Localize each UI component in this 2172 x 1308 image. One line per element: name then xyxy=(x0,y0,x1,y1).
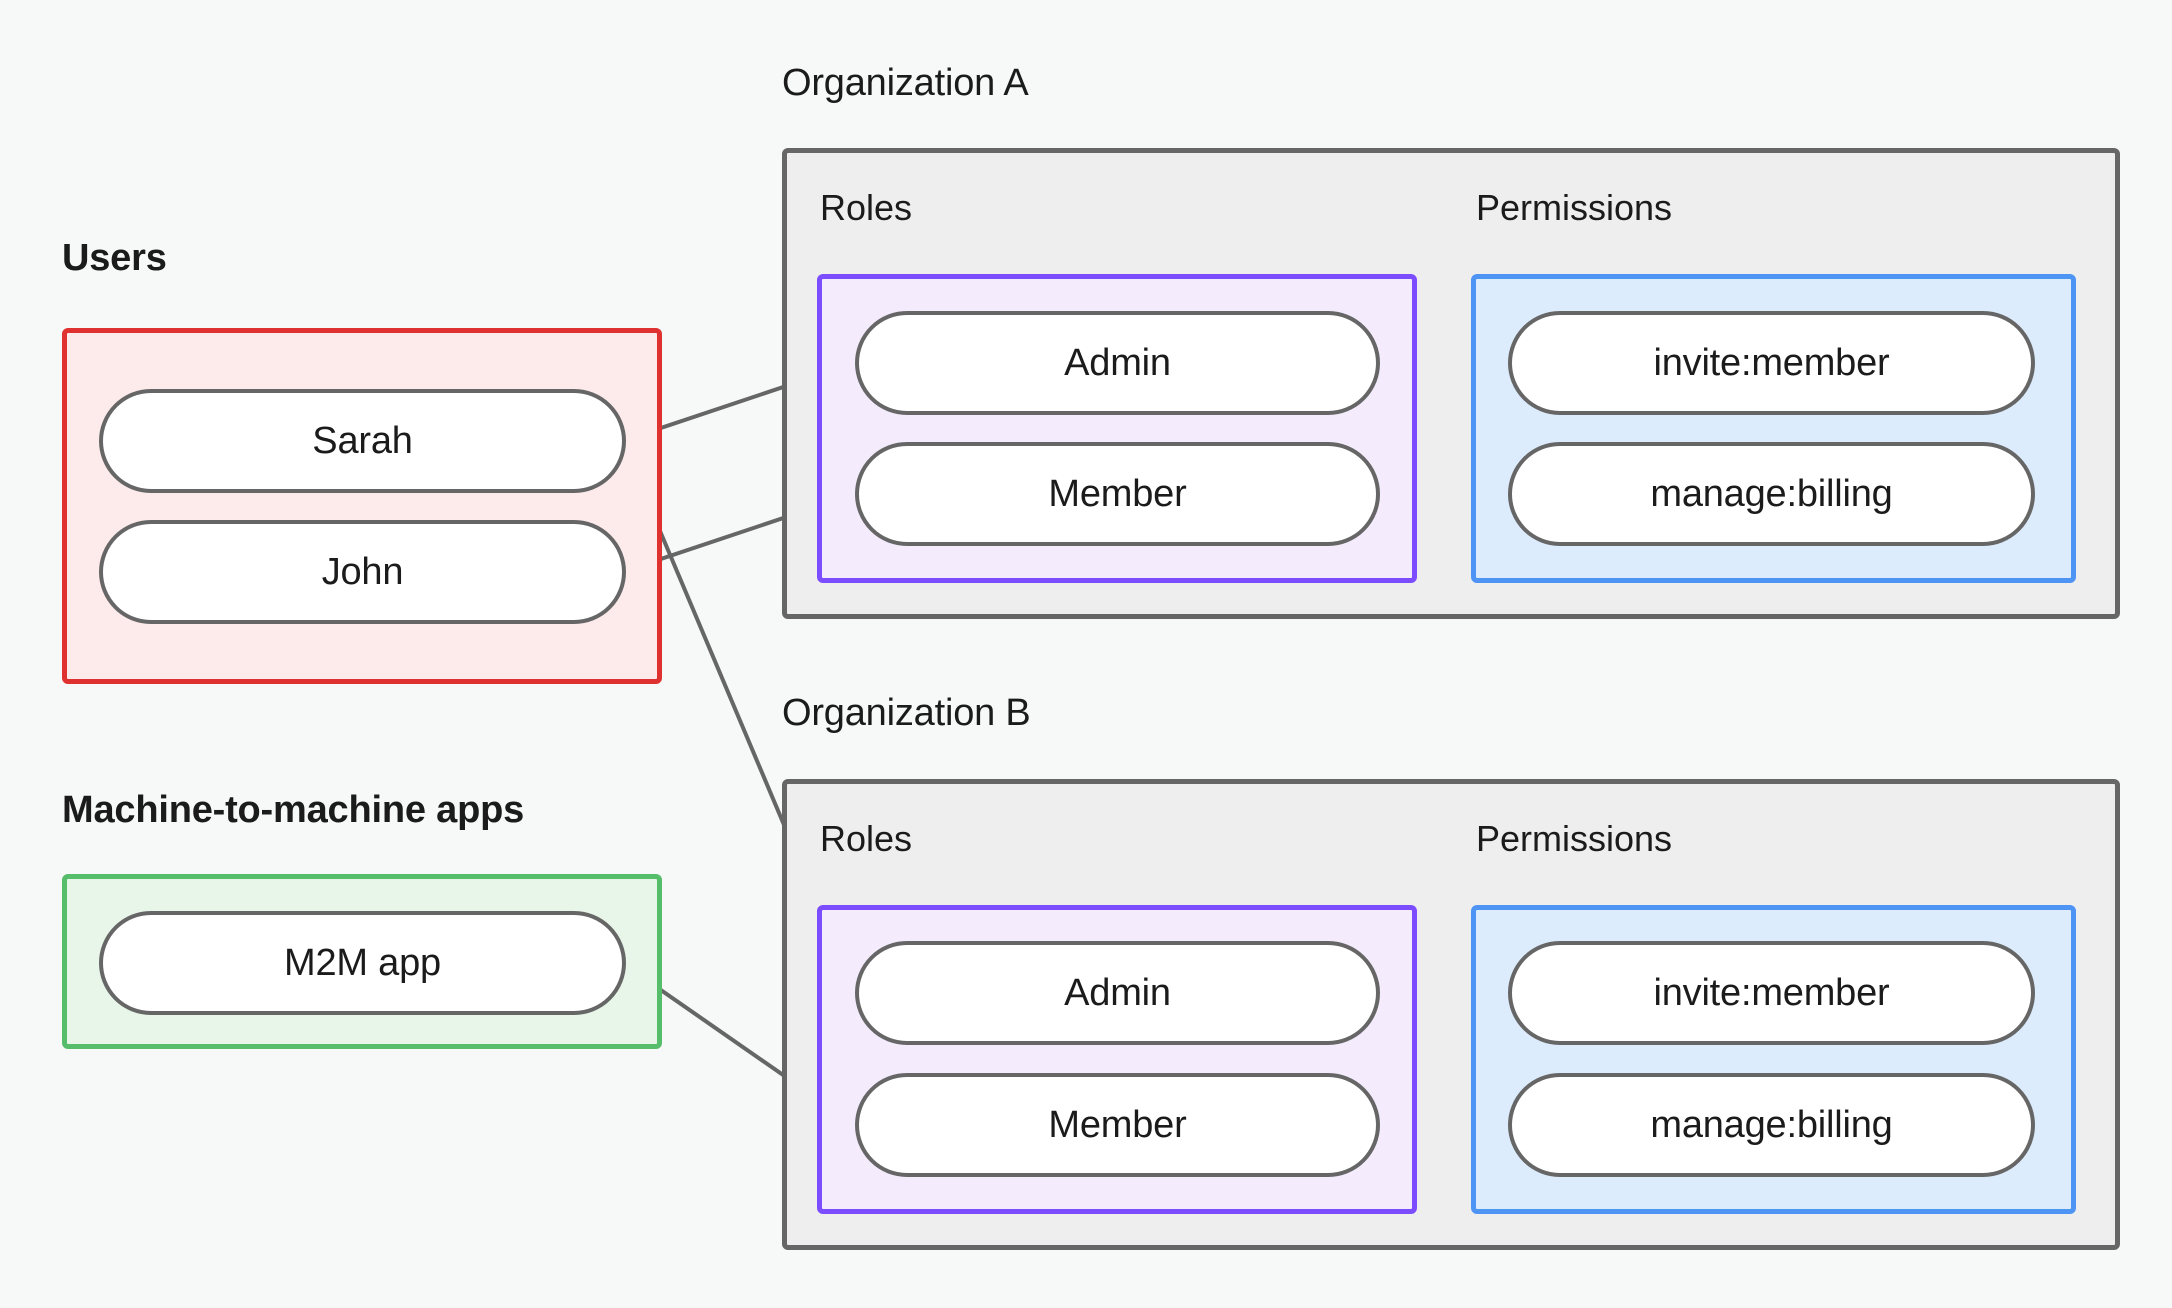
organization-a-role-pill-admin[interactable]: Admin xyxy=(855,311,1380,415)
organization-b-title: Organization B xyxy=(782,692,1031,734)
organization-a-roles-title: Roles xyxy=(820,187,913,228)
user-pill-sarah[interactable]: Sarah xyxy=(99,389,626,493)
organization-a-permissions-title: Permissions xyxy=(1476,187,1673,228)
organization-a-permission-pill-manage-billing[interactable]: manage:billing xyxy=(1508,442,2035,546)
users-container xyxy=(62,328,662,684)
user-pill-john[interactable]: John xyxy=(99,520,626,624)
organization-b-roles-title: Roles xyxy=(820,818,913,859)
organization-a-title: Organization A xyxy=(782,62,1029,104)
m2m-pill-app[interactable]: M2M app xyxy=(99,911,626,1015)
organization-b-permissions-title: Permissions xyxy=(1476,818,1673,859)
organization-a-role-pill-member[interactable]: Member xyxy=(855,442,1380,546)
organization-b-role-pill-admin[interactable]: Admin xyxy=(855,941,1380,1045)
organization-b-role-pill-member[interactable]: Member xyxy=(855,1073,1380,1177)
users-group-title: Users xyxy=(62,237,167,279)
organization-a-permission-pill-invite-member[interactable]: invite:member xyxy=(1508,311,2035,415)
m2m-group-title: Machine-to-machine apps xyxy=(62,789,525,831)
organization-b-permission-pill-invite-member[interactable]: invite:member xyxy=(1508,941,2035,1045)
organization-b-permission-pill-manage-billing[interactable]: manage:billing xyxy=(1508,1073,2035,1177)
